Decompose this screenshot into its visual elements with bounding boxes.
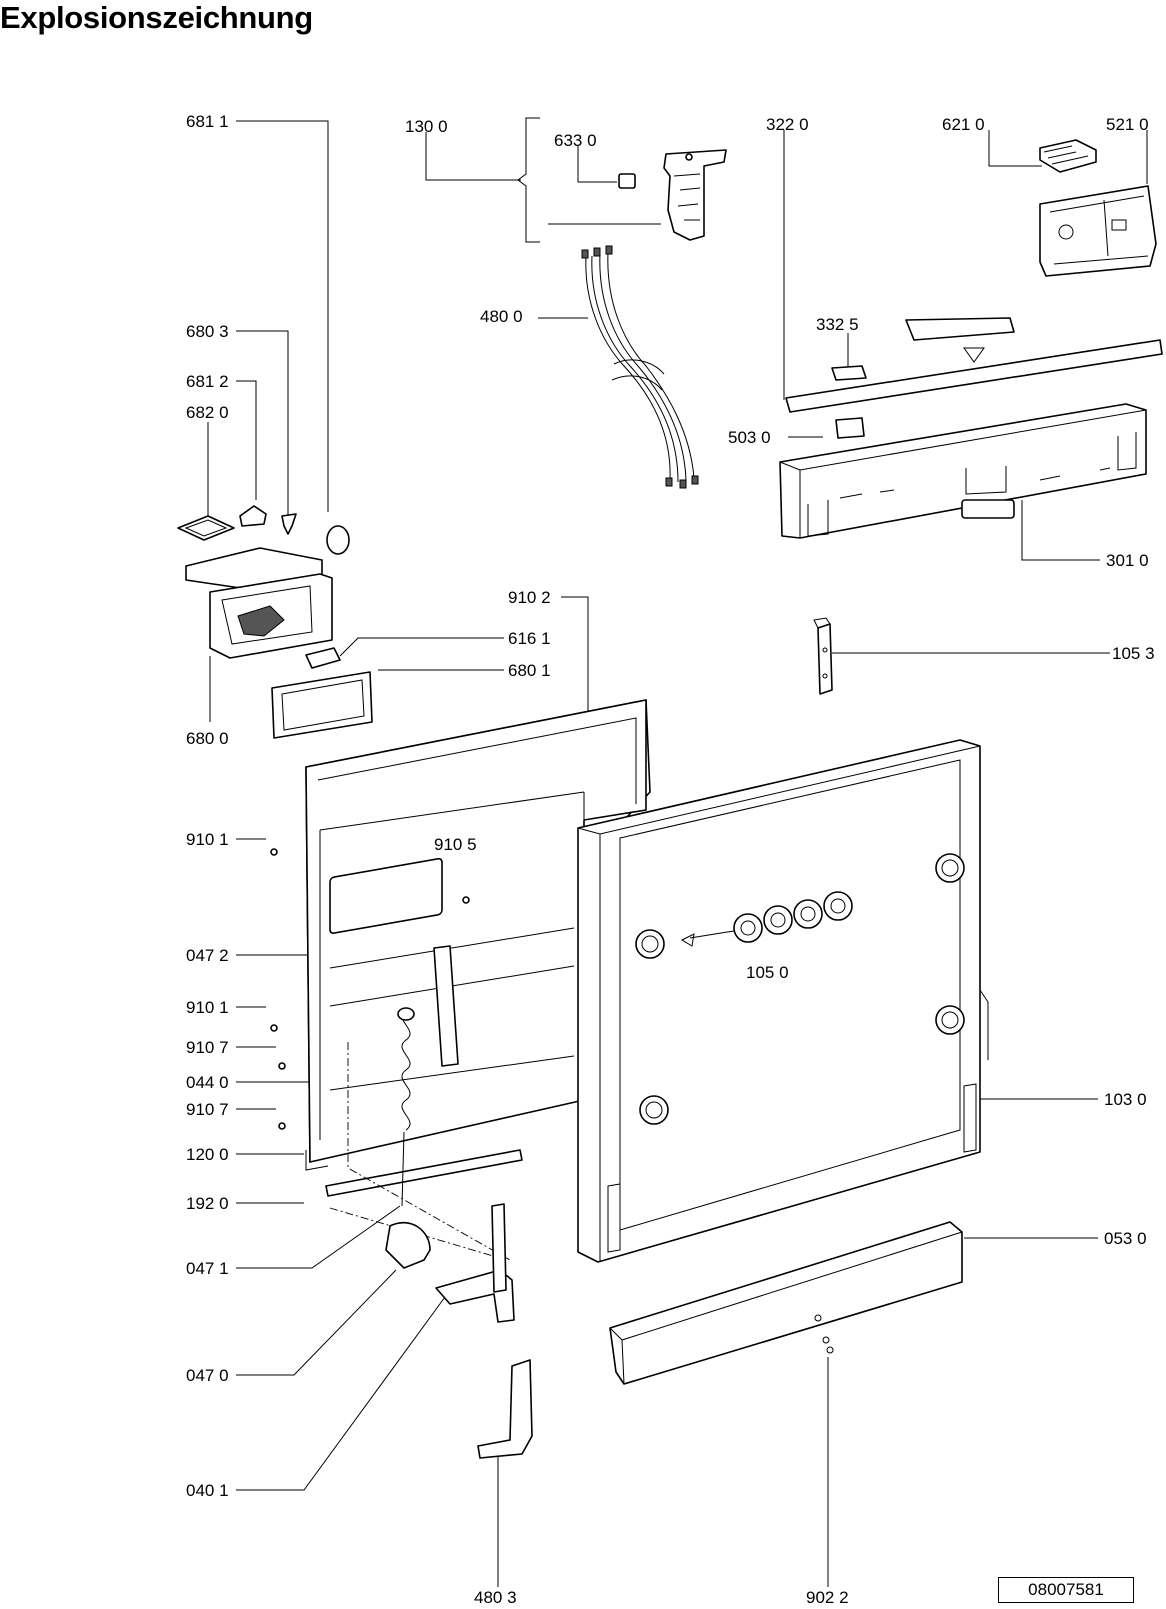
part-label: 044 0 [186,1073,229,1092]
part-label: 047 0 [186,1366,229,1385]
hinge-bracket-lower [477,1359,533,1459]
hinge-bracket [813,617,833,695]
document-number: 08007581 [998,1577,1134,1603]
part-label: 301 0 [1106,551,1149,570]
part-label: 332 5 [816,315,859,334]
part-label: 192 0 [186,1194,229,1213]
part-label: 130 0 [405,117,448,136]
part-label: 047 1 [186,1259,229,1278]
part-label: 910 7 [186,1038,229,1057]
door-lock-assembly [618,149,727,241]
part-label: 105 3 [1112,644,1155,663]
part-label: 322 0 [766,115,809,134]
part-label: 902 2 [806,1588,849,1607]
wiring-harness [581,245,699,489]
leader-lines [207,117,1148,1587]
part-number-labels: 681 1 130 0 633 0 322 0 621 0 521 0 480 … [186,112,1155,1607]
part-label: 103 0 [1104,1090,1147,1109]
screws [270,848,470,1130]
part-label: 680 0 [186,729,229,748]
part-label: 621 0 [942,115,985,134]
control-panel-parts [779,317,1163,539]
fixing-screw [822,1336,834,1354]
part-label: 910 2 [508,588,551,607]
part-label: 910 1 [186,830,229,849]
part-label: 616 1 [508,629,551,648]
part-label: 053 0 [1104,1229,1147,1248]
part-label: 681 1 [186,112,229,131]
dispenser-gasket [271,671,373,739]
part-label: 910 1 [186,998,229,1017]
part-label: 910 7 [186,1100,229,1119]
part-label: 040 1 [186,1481,229,1500]
detergent-dispenser [177,505,350,669]
part-label: 105 0 [746,963,789,982]
electronic-module [1039,139,1097,173]
hinge-spring-assembly [329,1007,515,1323]
part-label: 681 2 [186,372,229,391]
control-board [1039,185,1157,277]
page-title: Explosionszeichnung [0,0,313,35]
part-label: 521 0 [1106,115,1149,134]
part-label: 047 2 [186,946,229,965]
part-label: 480 3 [474,1588,517,1607]
part-label: 682 0 [186,403,229,422]
part-label: 633 0 [554,131,597,150]
part-label: 480 0 [480,307,523,326]
spacer-rollers [733,891,853,943]
part-label: 120 0 [186,1145,229,1164]
outer-door-panel [577,739,989,1263]
part-label: 680 1 [508,661,551,680]
kick-plate [609,1221,963,1385]
part-label: 910 5 [434,835,477,854]
part-label: 503 0 [728,428,771,447]
inner-door-frame [305,699,651,1197]
part-label: 680 3 [186,322,229,341]
